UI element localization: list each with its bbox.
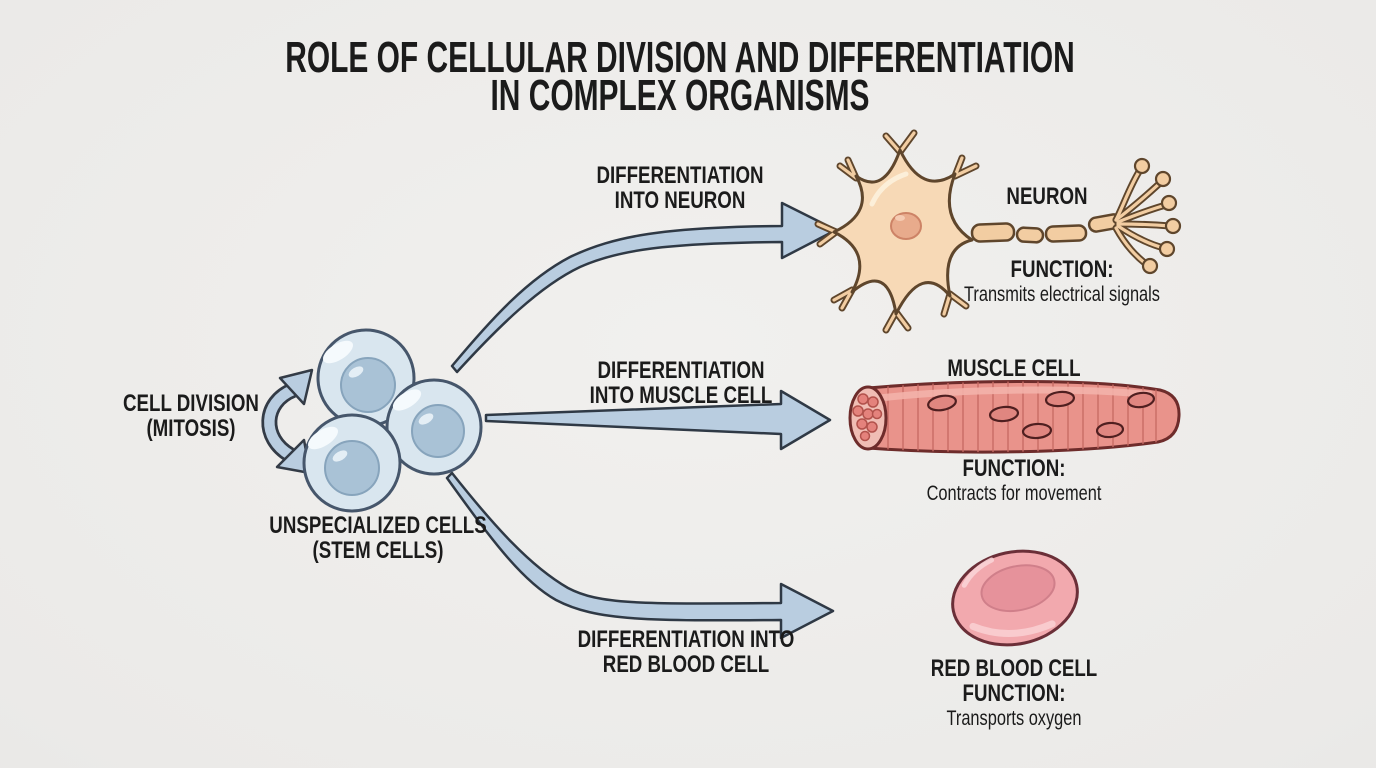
neuron-arrow-label: DIFFERENTIATION INTO NEURON (596, 162, 764, 214)
neuron-name-label: NEURON (1006, 183, 1088, 210)
neuron-differentiation-arrow-icon (450, 201, 838, 374)
page-title-line1: ROLE OF CELLULAR DIVISION AND DIFFERENTI… (285, 33, 1075, 82)
rbc-label-block: RED BLOOD CELL FUNCTION: Transports oxyg… (889, 656, 1139, 731)
muscle-function-block: FUNCTION: Contracts for movement (897, 456, 1131, 506)
page-title-line2: IN COMPLEX ORGANISMS (490, 71, 870, 120)
stem-cell-cluster-illustration (302, 328, 483, 513)
rbc-function-text: Transports oxygen (946, 707, 1082, 730)
neuron-function-block: FUNCTION: Transmits electrical signals (945, 257, 1179, 307)
muscle-differentiation-arrow-icon (484, 389, 832, 451)
stem-cells-label: UNSPECIALIZED CELLS (STEM CELLS) (269, 512, 487, 564)
muscle-function-label: FUNCTION: (962, 455, 1066, 482)
muscle-function-text: Contracts for movement (926, 482, 1102, 505)
rbc-differentiation-arrow-icon (445, 471, 835, 640)
neuron-illustration (814, 129, 1182, 334)
neuron-function-label: FUNCTION: (1010, 256, 1114, 283)
neuron-function-text: Transmits electrical signals (963, 283, 1160, 306)
rbc-function-label: FUNCTION: (962, 680, 1066, 707)
mitosis-cycle-arrow-icon (261, 368, 314, 475)
muscle-arrow-label: DIFFERENTIATION INTO MUSCLE CELL (589, 357, 773, 409)
muscle-name-label: MUSCLE CELL (947, 355, 1081, 382)
page-title: ROLE OF CELLULAR DIVISION AND DIFFERENTI… (272, 33, 1088, 120)
red-blood-cell-illustration (951, 549, 1079, 647)
muscle-cell-illustration (848, 380, 1181, 454)
rbc-arrow-label: DIFFERENTIATION INTO RED BLOOD CELL (577, 626, 795, 678)
rbc-name-label: RED BLOOD CELL (930, 655, 1098, 682)
cell-division-label: CELL DIVISION (MITOSIS) (123, 390, 259, 442)
